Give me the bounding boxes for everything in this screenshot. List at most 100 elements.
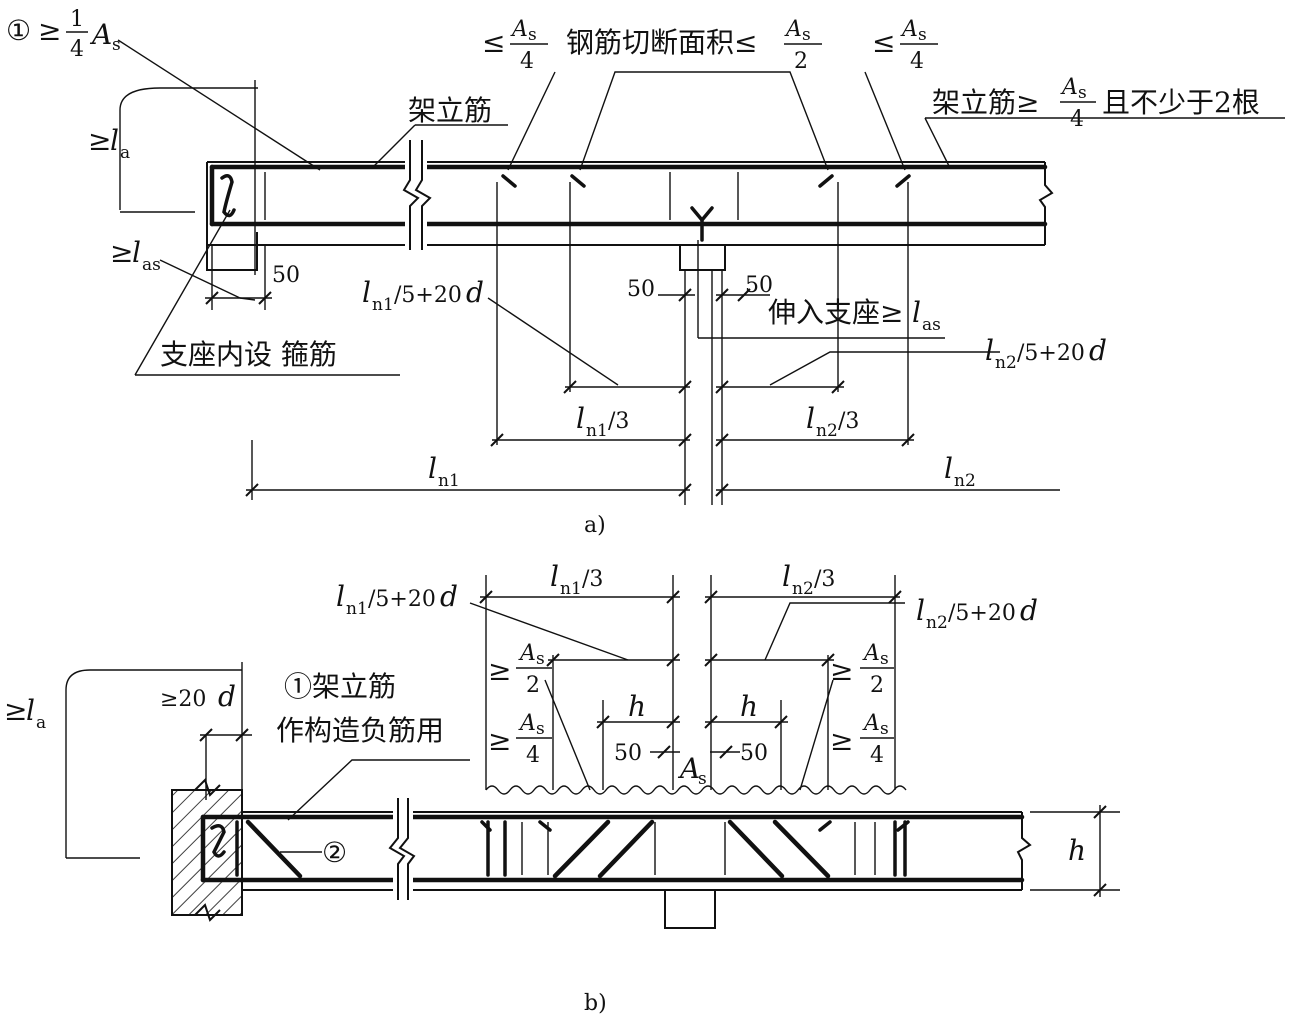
ge-sign: ≥ — [38, 14, 61, 47]
ln1-5-var: l — [362, 276, 371, 309]
ln1-3-rest: /3 — [608, 409, 629, 434]
b-as-sub: s — [698, 769, 707, 789]
b-ln1-5-d: d — [440, 580, 458, 613]
ln2-5-sub: n2 — [995, 353, 1017, 373]
caption-b: b) — [584, 991, 607, 1016]
right-erect-num: A — [1060, 75, 1078, 100]
diagram-a: ① ≥ 1 4 A s ≥ l a ≥ l as 架立筋 ≤ A s 4 钢筋切… — [6, 7, 1285, 538]
b-left-quarter-den: 4 — [526, 743, 540, 768]
as-sub: s — [112, 35, 121, 55]
ln2-5-var: l — [985, 334, 994, 367]
cut-right-le: ≤ — [872, 26, 895, 59]
b-ln2-5-var: l — [916, 594, 925, 627]
ln1-5-d: d — [466, 276, 484, 309]
ln2-3-rest: /3 — [838, 409, 859, 434]
labels-b: l n1 /3 l n2 /3 l n1 /5+20 d l n2 /5+20 … — [4, 560, 1086, 1016]
right-erect-den: 4 — [1070, 107, 1084, 132]
b-erect-note-2: 作构造负筋用 — [276, 714, 444, 747]
cut-mid-den: 2 — [794, 49, 808, 74]
la-sub: a — [120, 143, 130, 163]
beam-b-bars — [200, 814, 1025, 883]
b-h-left: h — [628, 690, 646, 723]
dim-50-a-left: 50 — [272, 263, 300, 288]
dimension-lines-b — [479, 590, 902, 759]
b-ln1-3-rest: /3 — [582, 567, 603, 592]
b-left-quarter-numsub: s — [536, 719, 545, 739]
b-la-var: l — [26, 694, 35, 727]
b-dim-50-right: 50 — [740, 741, 768, 766]
b-ln1-5-rest: /5+20 — [368, 587, 436, 612]
las-ge: ≥ — [110, 236, 133, 269]
ln1-3-sub: n1 — [586, 421, 608, 441]
beam-a-break — [402, 140, 432, 250]
extend-var: l — [912, 296, 921, 329]
b-dim-50-left: 50 — [614, 741, 642, 766]
b-h-depth: h — [1068, 834, 1086, 867]
b-right-half-num: A — [862, 641, 880, 666]
frac-den: 4 — [70, 37, 84, 62]
b-as-var: A — [677, 752, 700, 785]
b-left-half-numsub: s — [536, 649, 545, 669]
ln2-5-d: d — [1089, 334, 1107, 367]
ln1-5-sub: n1 — [372, 295, 394, 315]
labels-a: ① ≥ 1 4 A s ≥ l a ≥ l as 架立筋 ≤ A s 4 钢筋切… — [6, 7, 1260, 538]
cut-mid-numsub: s — [802, 25, 811, 45]
la-var: l — [110, 124, 119, 157]
b-right-quarter-num: A — [862, 711, 880, 736]
b-ln1-5-var: l — [336, 580, 345, 613]
circle-1-label: ① — [6, 14, 31, 47]
dimension-lines-a — [205, 288, 1060, 497]
dim-50-a-midleft: 50 — [627, 277, 655, 302]
b-ge20-d: d — [218, 680, 236, 713]
beam-b-outline — [242, 811, 1032, 929]
support-stirrup-label: 支座内设 箍筋 — [160, 338, 337, 371]
dim-50-a-midright: 50 — [745, 273, 773, 298]
b-left-half-ge: ≥ — [488, 654, 511, 687]
b-ln1-5-sub: n1 — [346, 599, 368, 619]
leaders-a — [117, 39, 1285, 386]
caption-a: a) — [584, 513, 606, 538]
b-right-quarter-ge: ≥ — [830, 724, 853, 757]
as-var: A — [89, 18, 112, 51]
b-ln2-3-var: l — [782, 560, 791, 593]
extend-sub: as — [922, 315, 941, 335]
ln2-5-rest: /5+20 — [1017, 341, 1085, 366]
las-var: l — [132, 236, 141, 269]
b-h-right: h — [740, 690, 758, 723]
b-ge20: ≥20 — [160, 687, 206, 712]
extend-label: 伸入支座≥ — [768, 296, 903, 329]
ln2-3-var: l — [806, 402, 815, 435]
b-left-half-num: A — [518, 641, 536, 666]
cut-mid-text: 钢筋切断面积≤ — [566, 26, 757, 59]
ln2-3-sub: n2 — [816, 421, 838, 441]
b-ln2-3-rest: /3 — [814, 567, 835, 592]
b-left-quarter-ge: ≥ — [488, 724, 511, 757]
b-right-quarter-numsub: s — [880, 719, 889, 739]
b-ln1-3-var: l — [550, 560, 559, 593]
leaders-b — [65, 575, 1120, 897]
right-erect-numsub: s — [1078, 83, 1087, 103]
b-left-quarter-num: A — [518, 711, 536, 736]
wall-b — [171, 778, 243, 922]
cut-right-den: 4 — [910, 49, 924, 74]
la-ge: ≥ — [88, 124, 111, 157]
b-erect-note-1: ①架立筋 — [284, 670, 396, 703]
ln2-var: l — [944, 452, 953, 485]
b-ln2-5-rest: /5+20 — [948, 601, 1016, 626]
cut-left-numsub: s — [528, 25, 537, 45]
right-erect-tail: 且不少于2根 — [1102, 86, 1260, 119]
beam-a-outline — [206, 161, 1054, 271]
b-ln2-5-d: d — [1020, 594, 1038, 627]
right-erect-text: 架立筋≥ — [932, 86, 1039, 119]
ln1-5-rest: /5+20 — [394, 283, 462, 308]
diagram-b: l n1 /3 l n2 /3 l n1 /5+20 d l n2 /5+20 … — [4, 560, 1120, 1016]
b-right-quarter-den: 4 — [870, 743, 884, 768]
erect-bar-label: 架立筋 — [408, 94, 492, 127]
b-ln2-5-sub: n2 — [926, 613, 948, 633]
cut-left-num: A — [510, 17, 528, 42]
cut-left-le: ≤ — [482, 26, 505, 59]
b-ln2-3-sub: n2 — [792, 579, 814, 599]
cut-mid-num: A — [784, 17, 802, 42]
beam-b-break — [388, 798, 416, 900]
